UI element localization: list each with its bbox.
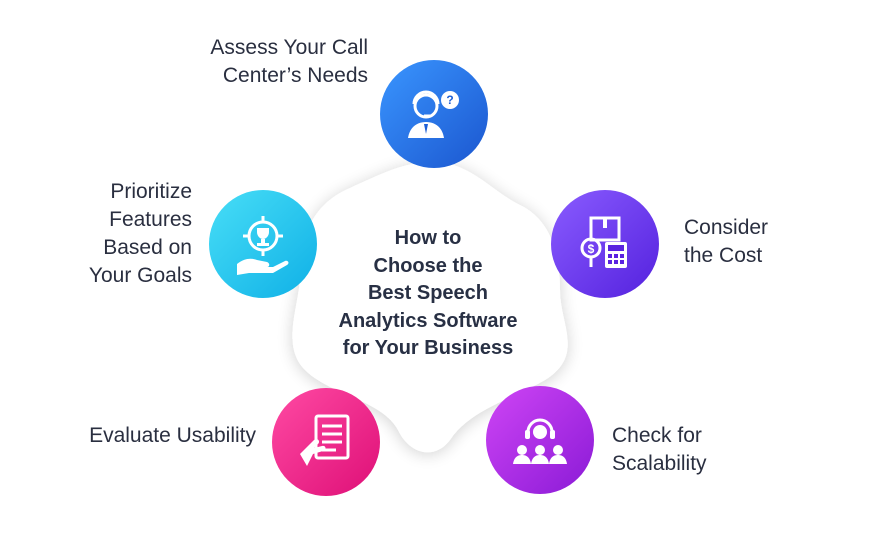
- team-headset-icon: [513, 418, 567, 464]
- label-assess-needs: Assess Your Call Center’s Needs: [210, 36, 368, 87]
- document-hand-icon: [300, 414, 350, 466]
- scalability-circle: [486, 386, 594, 494]
- svg-text:?: ?: [446, 93, 453, 107]
- label-consider-cost: Consider the Cost: [684, 216, 769, 267]
- center-flower-shape: [292, 162, 568, 453]
- label-scalability: Check for Scalability: [612, 424, 707, 475]
- svg-text:$: $: [588, 242, 595, 256]
- label-usability: Evaluate Usability: [89, 424, 256, 447]
- consider-cost-circle: $: [551, 190, 659, 298]
- usability-circle: [272, 388, 380, 496]
- prioritize-circle: [209, 190, 317, 298]
- call-agent-question-icon: ?: [408, 90, 459, 138]
- center-title: How to Choose the Best Speech Analytics …: [338, 227, 518, 359]
- cost-calculator-icon: $: [580, 216, 627, 268]
- assess-needs-circle: ?: [380, 60, 488, 168]
- label-prioritize: Prioritize Features Based on Your Goals: [88, 180, 192, 287]
- goal-target-hand-icon: [237, 216, 289, 275]
